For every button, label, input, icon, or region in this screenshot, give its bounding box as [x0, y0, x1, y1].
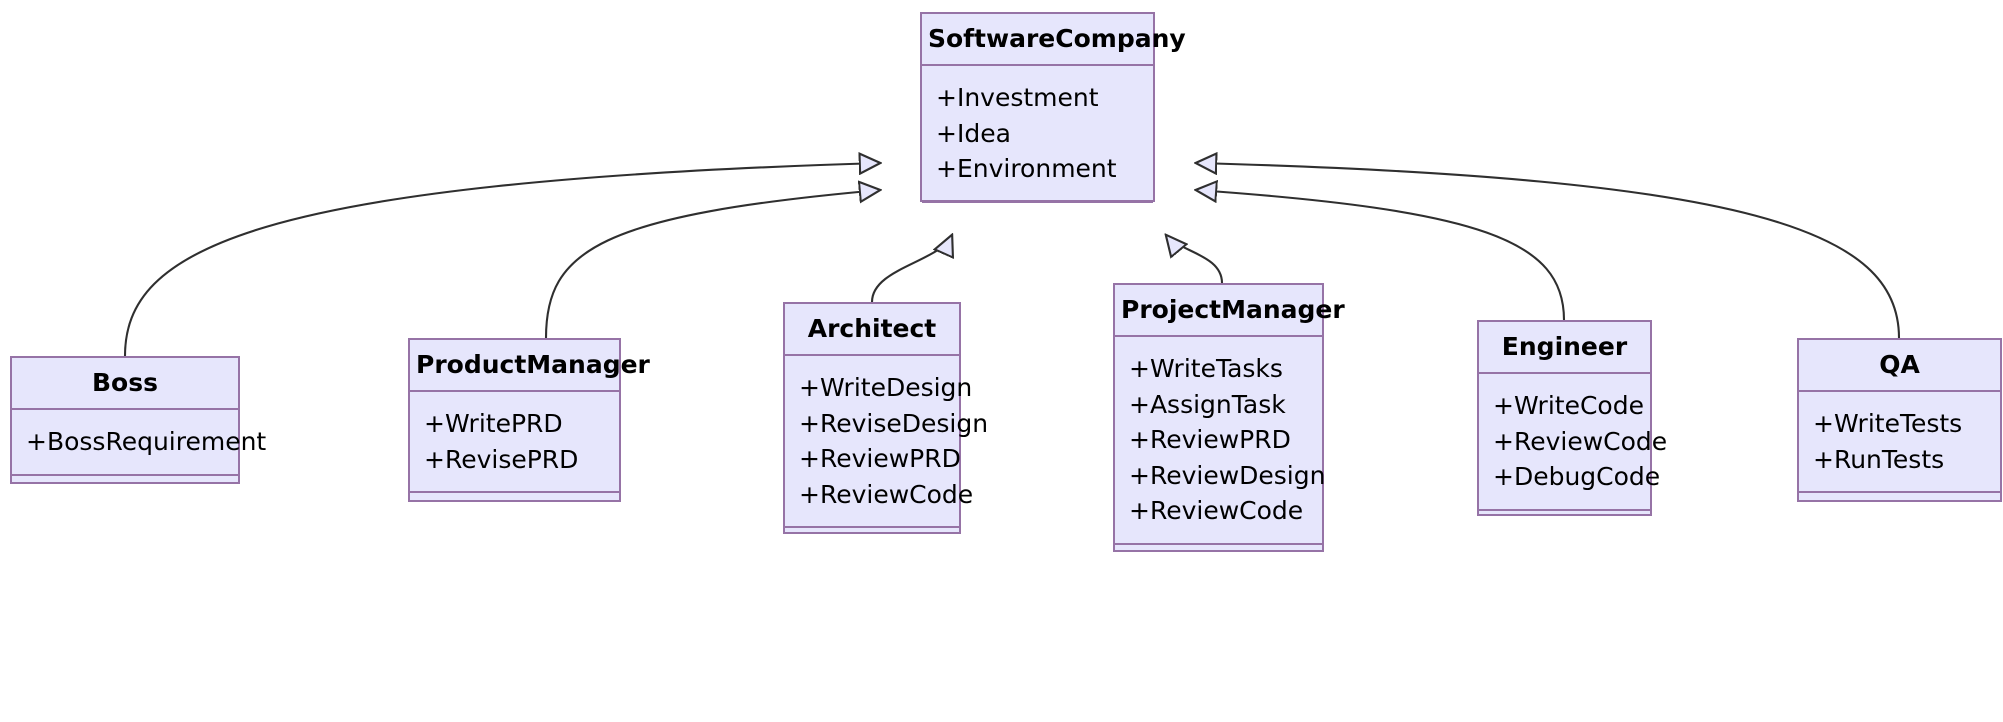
class-attribute: +ReviewCode	[799, 479, 974, 509]
class-title-software-company: SoftwareCompany	[922, 14, 1186, 66]
class-attribute: +WriteTests	[1813, 409, 1963, 438]
class-methods-project-manager	[1115, 545, 1322, 565]
class-attribute: +WriteTasks	[1129, 354, 1283, 383]
uml-class-project-manager[interactable]: ProjectManager +WriteTasks +AssignTask +Rev…	[1113, 283, 1345, 552]
class-attributes-software-company: +Investment +Idea +Environment	[922, 66, 1153, 203]
class-attribute: +WriteCode	[1493, 391, 1644, 420]
class-methods-qa	[1799, 493, 2000, 513]
uml-class-architect[interactable]: Architect +WriteDesign +ReviseDesign +Revie…	[783, 302, 989, 534]
class-attribute: +WriteDesign	[799, 373, 973, 402]
class-title-boss: Boss	[12, 358, 238, 410]
class-attribute: +WritePRD	[424, 409, 563, 438]
class-attributes-product-manager: +WritePRD +RevisePRD	[410, 392, 619, 493]
class-attributes-architect: +WriteDesign +ReviseDesign +ReviewPRD +Revi…	[785, 356, 989, 528]
class-title-qa: QA	[1799, 340, 2000, 392]
class-attribute: +ReviewCode	[1129, 496, 1304, 525]
class-title-product-manager: ProductManager	[410, 340, 650, 392]
class-methods-boss	[12, 476, 238, 496]
uml-class-boss[interactable]: Boss +BossRequirement	[10, 356, 267, 484]
class-attribute: +ReviewCode	[1493, 426, 1668, 456]
class-attribute: +Environment	[936, 154, 1117, 183]
class-attribute: +AssignTask	[1129, 389, 1286, 419]
class-attributes-qa: +WriteTests +RunTests	[1799, 392, 2000, 493]
uml-class-engineer[interactable]: Engineer +WriteCode +ReviewCode +DebugCode	[1477, 320, 1668, 516]
uml-class-software-company[interactable]: SoftwareCompany +Investment +Idea +Environm…	[920, 12, 1186, 203]
edge-boss-to-softwarecompany	[123, 163, 880, 357]
class-attribute: +RevisePRD	[424, 444, 579, 474]
class-attribute: +ReviseDesign	[799, 408, 989, 438]
class-methods-engineer	[1479, 511, 1650, 531]
class-attributes-boss: +BossRequirement	[12, 410, 267, 476]
class-attributes-project-manager: +WriteTasks +AssignTask +ReviewPRD +ReviewD…	[1115, 337, 1326, 545]
uml-class-product-manager[interactable]: ProductManager +WritePRD +RevisePRD	[408, 338, 650, 502]
class-methods-product-manager	[410, 493, 619, 513]
class-title-engineer: Engineer	[1479, 322, 1650, 374]
class-attribute: +Investment	[936, 83, 1099, 112]
class-attributes-engineer: +WriteCode +ReviewCode +DebugCode	[1479, 374, 1668, 511]
uml-class-qa[interactable]: QA +WriteTests +RunTests	[1797, 338, 2002, 502]
class-attribute: +BossRequirement	[26, 427, 267, 456]
class-attribute: +ReviewDesign	[1129, 460, 1326, 490]
class-attribute: +Idea	[936, 118, 1011, 148]
class-attribute: +DebugCode	[1493, 462, 1661, 491]
edge-projectmanager-to-softwarecompany	[1166, 235, 1224, 284]
class-methods-software-company	[922, 203, 1153, 223]
edge-architect-to-softwarecompany	[870, 235, 952, 303]
class-attribute: +ReviewPRD	[799, 444, 961, 473]
class-attribute: +RunTests	[1813, 444, 1945, 474]
class-methods-architect	[785, 528, 959, 548]
class-title-project-manager: ProjectManager	[1115, 285, 1345, 337]
class-title-architect: Architect	[785, 304, 959, 356]
class-attribute: +ReviewPRD	[1129, 425, 1291, 454]
